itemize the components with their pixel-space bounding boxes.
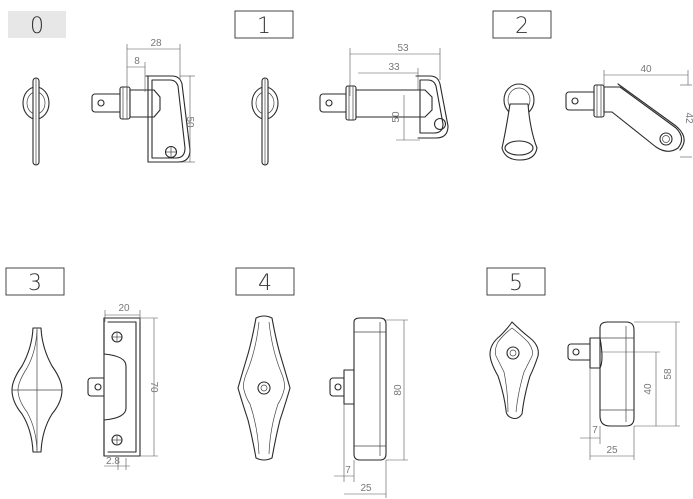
variant-2-side-view <box>501 83 538 161</box>
dimension-label: 2.8 <box>106 456 120 467</box>
dimension-label: 50 <box>391 111 402 123</box>
variant-4[interactable]: 4 80 7 25 <box>235 267 408 498</box>
variant-3-label: 3 <box>28 271 42 296</box>
variant-3-side-view <box>11 327 63 453</box>
variant-3-front-view <box>87 317 141 457</box>
variant-0-front-view <box>91 75 191 163</box>
dimension-label: 25 <box>606 445 618 456</box>
variant-4-front-view <box>329 317 387 461</box>
dimension-label: 8 <box>134 56 140 67</box>
dimension-label: 53 <box>397 43 409 54</box>
variant-2-front-view <box>565 83 685 152</box>
variant-1-label: 1 <box>257 14 271 39</box>
dimension-label: 80 <box>393 384 404 396</box>
dimension-label: 25 <box>360 483 372 494</box>
variant-5-label-box[interactable] <box>486 267 546 296</box>
variant-1-front-view <box>319 75 449 139</box>
variant-3-label-box[interactable] <box>5 267 65 296</box>
dimension-label: 33 <box>388 62 400 73</box>
dimension-label: 40 <box>643 383 654 395</box>
variant-0-side-view <box>22 77 50 166</box>
variant-0[interactable]: 0 28 <box>8 11 195 166</box>
dimension-label: 70 <box>148 381 159 393</box>
dimension-label: 42 <box>683 112 693 124</box>
dimension-label: 20 <box>118 303 130 314</box>
variant-0-dimensions: 28 8 50 <box>126 38 195 163</box>
variant-5-dimensions: 58 40 7 25 <box>580 321 680 460</box>
variant-2-label-box[interactable] <box>492 10 552 39</box>
dimension-label: 58 <box>663 368 674 380</box>
variant-1-side-view <box>251 77 279 166</box>
variant-3-dimensions: 20 70 2.8 <box>104 303 159 470</box>
variant-2-label: 2 <box>515 14 529 39</box>
variant-0-label-box[interactable] <box>8 11 66 38</box>
variant-1[interactable]: 1 53 33 50 <box>234 10 449 166</box>
dimension-label: 7 <box>345 465 351 476</box>
dimension-label: 50 <box>184 116 195 128</box>
variant-4-dimensions: 80 7 25 <box>334 319 408 498</box>
dimension-label: 28 <box>150 38 162 49</box>
dimension-label: 40 <box>640 64 652 75</box>
variant-5-side-view <box>489 321 539 420</box>
variant-0-label: 0 <box>30 14 44 39</box>
variant-4-side-view <box>237 315 291 461</box>
dimension-label: 7 <box>592 425 598 436</box>
variant-5[interactable]: 5 58 40 7 <box>486 267 680 460</box>
variant-2[interactable]: 2 40 42 <box>492 10 693 161</box>
variant-2-dimensions: 40 42 <box>603 64 693 158</box>
variant-1-label-box[interactable] <box>234 10 294 39</box>
variant-1-dimensions: 53 33 50 <box>349 43 441 141</box>
variant-5-label: 5 <box>509 271 523 296</box>
variant-4-label-box[interactable] <box>235 267 295 296</box>
variant-5-front-view <box>567 321 635 427</box>
variant-3[interactable]: 3 20 <box>5 267 159 470</box>
variant-4-label: 4 <box>258 271 272 296</box>
